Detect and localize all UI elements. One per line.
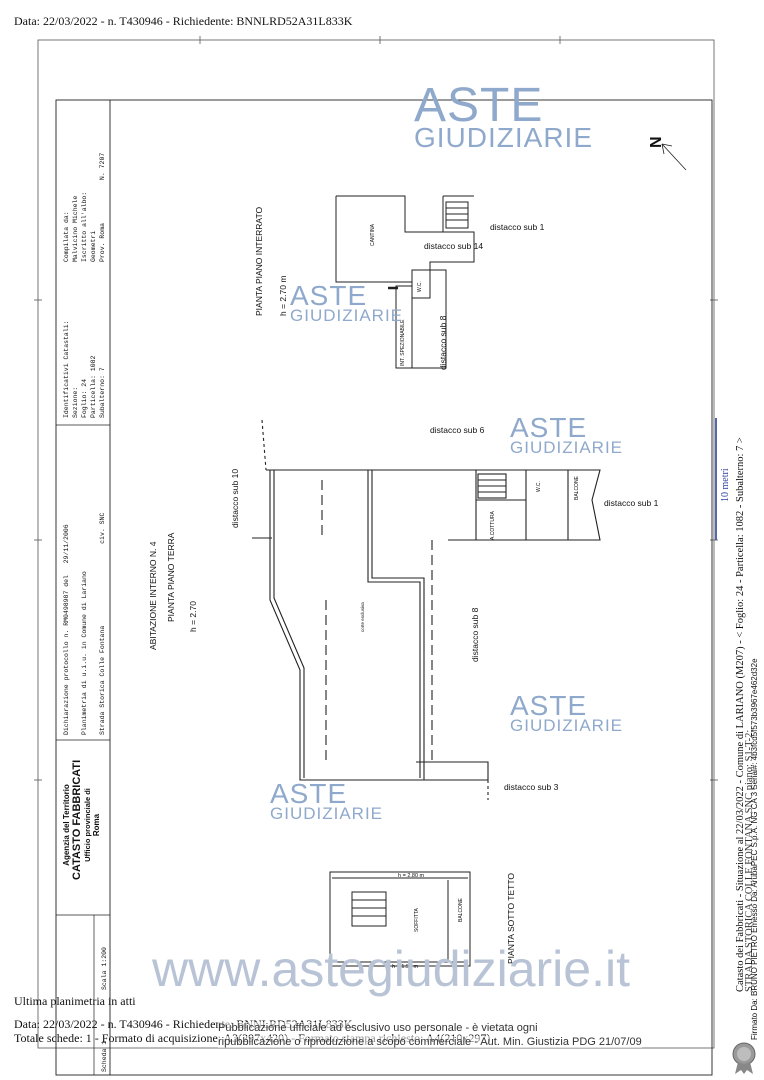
crop-frame [34, 36, 718, 1049]
room-wc-ground: W.C. [536, 481, 542, 492]
agency-line1: Agenzia del Territorio [62, 784, 71, 866]
basement-plan [335, 195, 475, 369]
compiler-block: Compilata da: Malvicino Michele Iscritto… [62, 112, 107, 262]
ground-dist-sub8: distacco sub 8 [470, 607, 480, 662]
basement-dist-sub1: distacco sub 1 [490, 222, 545, 232]
room-wc-basement: W.C. [417, 281, 423, 292]
ground-dist-sub10: distacco sub 10 [230, 468, 240, 528]
roof-height-bottom: h = 1.90 m [392, 964, 419, 970]
roof-height-top: h = 2.80 m [398, 873, 425, 879]
room-cucina: A.COTTURA [490, 511, 496, 540]
room-corte: corte esclusiva [360, 602, 365, 632]
ground-dist-sub6: distacco sub 6 [430, 425, 485, 435]
identifiers-title: Identificativi Catastali: [63, 320, 70, 418]
compiler-profession: Geometri [90, 230, 97, 262]
compiler-title: Compilata da: [63, 211, 70, 262]
roof-plan [329, 871, 471, 967]
sheet-frame [55, 99, 713, 1076]
header-request-line: Data: 22/03/2022 - n. T430946 - Richiede… [14, 14, 353, 28]
scale-bar-label: 10 metri [720, 468, 731, 502]
footer-notice-2: ripubblicazione o riproduzione a scopo c… [218, 1036, 642, 1048]
scale-label: Scala 1:200 [101, 947, 108, 990]
identifiers-particella: Particella: 1082 [90, 355, 97, 418]
room-balcone-roof: BALCONE [458, 898, 464, 922]
identifiers-subalterno: Subalterno: 7 [99, 367, 106, 418]
protocol-value: RM0498987 del [63, 575, 70, 626]
watermark-aste-5: ASTE GIUDIZIARIE [270, 778, 384, 823]
protocol-date: 29/11/2006 [63, 524, 70, 564]
address-line: Strada Storica Colle Fontana [99, 625, 106, 735]
identifiers-foglio: Foglio: 24 [81, 378, 88, 418]
ground-title-1: ABITAZIONE INTERNO N. 4 [148, 541, 158, 650]
agency-line2: CATASTO FABBRICATI [71, 759, 83, 880]
north-label: N [648, 136, 665, 148]
room-balcone-ground: BALCONE [574, 476, 580, 500]
seal-icon [732, 1042, 756, 1074]
declaration-block: Dichiarazione protocollo n. RM0498987 de… [62, 435, 107, 735]
agency-line3: Ufficio provinciale di [83, 788, 92, 862]
room-soffitta: SOFFITTA [414, 908, 420, 932]
watermark-aste-4: ASTE GIUDIZIARIE [510, 690, 624, 735]
footer-notice-1: Pubblicazione ufficiale ad esclusivo uso… [218, 1022, 538, 1034]
compiler-province: Prov. Roma [99, 222, 106, 262]
compiler-name: Malvicino Michele [72, 195, 79, 262]
ground-dist-sub1: distacco sub 1 [604, 498, 659, 508]
room-intercap: INT. SPEZIONABILE [400, 319, 406, 366]
ground-floor-plan [252, 419, 601, 800]
basement-dist-sub8: distacco sub 8 [438, 315, 448, 370]
identifiers-sezione: Sezione: [72, 386, 79, 418]
room-cantina: CANTINA [370, 224, 376, 246]
ground-height: h = 2.70 [188, 601, 198, 632]
ground-dist-sub3: distacco sub 3 [504, 782, 559, 792]
civ-label: civ. [99, 528, 106, 544]
civ-value: SNC [99, 512, 106, 525]
watermark-aste-3: ASTE GIUDIZIARIE [510, 412, 624, 457]
basement-title: PIANTA PIANO INTERRATO [254, 206, 264, 316]
compiler-register: Iscritto all'albo: [81, 191, 88, 262]
watermark-aste-2: ASTE GIUDIZIARIE [290, 280, 404, 325]
digital-signature-line: Firmato Da: BRUNO PIETRO Emesso Da: Arub… [750, 658, 759, 1040]
watermark-aste-1: ASTE GIUDIZIARIE [414, 79, 594, 153]
compiler-number: N. 7207 [99, 152, 106, 181]
agency-line4: Roma [92, 813, 101, 837]
agency-block: Agenzia del Territorio CATASTO FABBRICAT… [62, 759, 101, 880]
basement-dist-sub14: distacco sub 14 [424, 241, 484, 251]
planimetry-line: Planimetria di u.i.u. in Comune di Laria… [81, 571, 88, 735]
watermark-url: www.astegiudiziarie.it [152, 941, 630, 997]
basement-height: h = 2.70 m [278, 275, 288, 316]
ground-title-2: PIANTA PIANO TERRA [166, 532, 176, 622]
footer-last-plan: Ultima planimetria in atti [14, 994, 136, 1008]
identifiers-block: Identificativi Catastali: Sezione: Fogli… [62, 298, 107, 418]
north-arrow [661, 143, 687, 171]
protocol-label: Dichiarazione protocollo n. [63, 629, 70, 735]
